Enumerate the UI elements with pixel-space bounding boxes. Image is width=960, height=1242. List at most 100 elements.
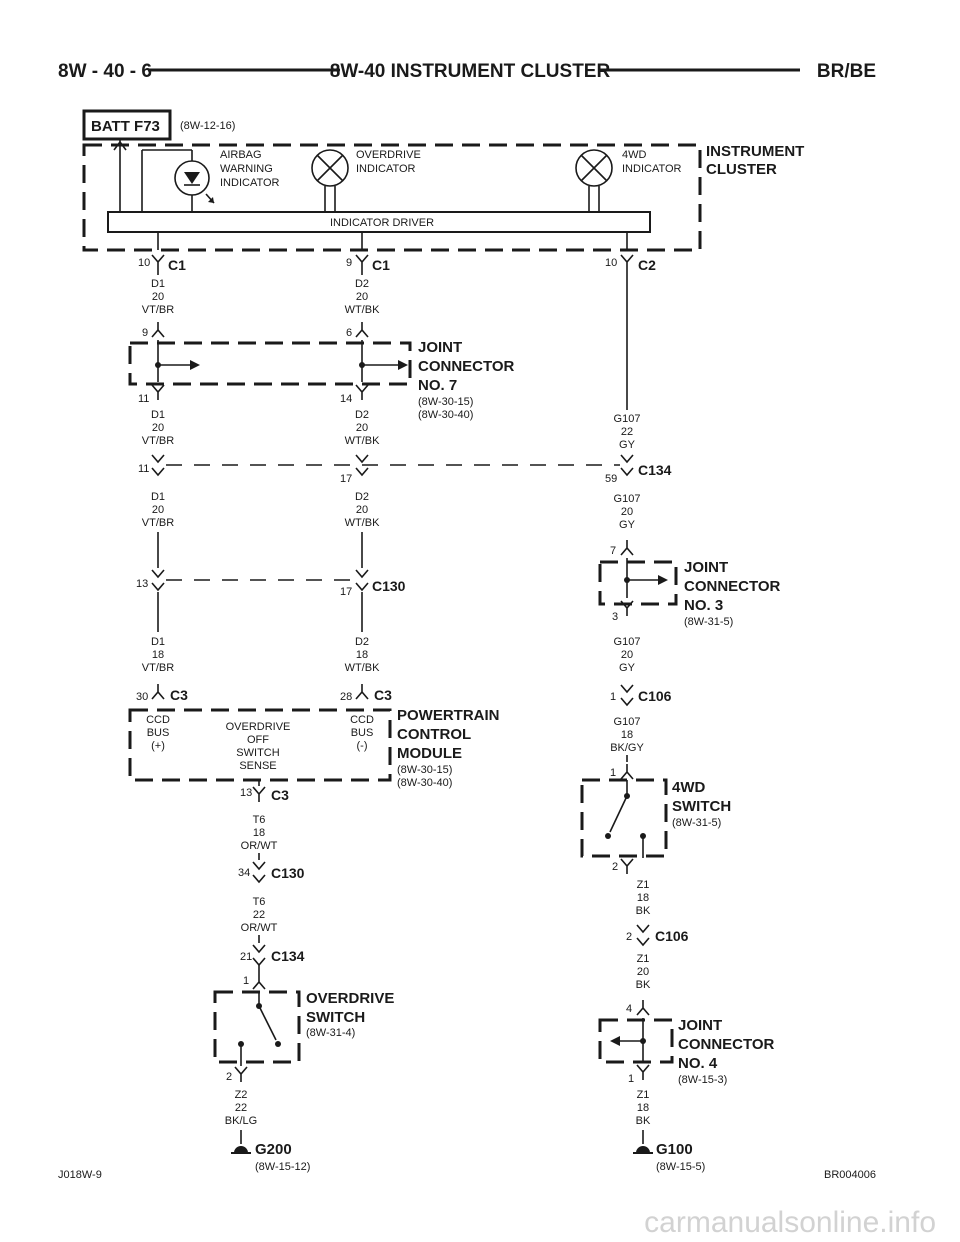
batt-ref: (8W-12-16) [180, 120, 235, 132]
c106-a-name: C106 [638, 688, 672, 704]
page-number: 8W - 40 - 6 [58, 61, 152, 82]
fourwd-switch: 4WD SWITCH (8W-31-5) [580, 778, 731, 858]
c134-name: C134 [638, 462, 672, 478]
od-sense-1: OVERDRIVE [226, 721, 291, 733]
joint3-title-2: CONNECTOR [684, 578, 781, 595]
g107-wire-a-2: 22 [621, 426, 633, 438]
fourwd-lamp-icon [575, 149, 613, 187]
g107-wire-b-1: G107 [614, 493, 641, 505]
fourwd-indicator-label-2: INDICATOR [622, 163, 682, 175]
t6-wire-b-1: T6 [253, 896, 266, 908]
c1-left-name: C1 [168, 257, 186, 273]
z1-wire-a-3: BK [636, 905, 651, 917]
pcm-title-1: POWERTRAIN [397, 707, 500, 724]
d1-wire-c-1: D1 [151, 491, 165, 503]
g107-wire-a-3: GY [619, 439, 636, 451]
c130-b-name: C130 [271, 865, 305, 881]
od-switch-title-1: OVERDRIVE [306, 990, 394, 1007]
joint7-title-2: CONNECTOR [418, 358, 515, 375]
c106-a-pin: 1 [610, 691, 616, 703]
z2-wire-1: Z2 [235, 1089, 248, 1101]
joint4-ref: (8W-15-3) [678, 1074, 727, 1086]
d2-wire-a-2: 20 [356, 291, 368, 303]
circuit-t6: 13 C3 T6 18 OR/WT 34 C130 T6 22 OR/WT 21… [238, 780, 305, 990]
j3-pin-3: 3 [612, 611, 618, 623]
d1-wire-c-2: 20 [152, 504, 164, 516]
indicator-driver-box [107, 211, 651, 233]
pcm-ref-2: (8W-30-40) [397, 777, 452, 789]
joint4-title-1: JOINT [678, 1017, 722, 1034]
g107-wire-d-3: BK/GY [610, 742, 644, 754]
ccd-plus-3: (+) [151, 740, 165, 752]
c1-mid-pin: 9 [346, 257, 352, 269]
g107-wire-b-3: GY [619, 519, 636, 531]
c130-b-pin: 34 [238, 867, 250, 879]
g200-ref: (8W-15-12) [255, 1161, 310, 1173]
ground-g200: G200 (8W-15-12) [231, 1141, 310, 1173]
airbag-label-2: WARNING [220, 163, 273, 175]
z2-wire-2: 22 [235, 1102, 247, 1114]
c3-bottom-name: C3 [271, 787, 289, 803]
g107-wire-a-1: G107 [614, 413, 641, 425]
joint4-title-3: NO. 4 [678, 1055, 718, 1072]
overdrive-indicator-label-1: OVERDRIVE [356, 149, 421, 161]
g107-wire-c-1: G107 [614, 636, 641, 648]
c130-pin-17: 17 [340, 586, 352, 598]
d1-wire-d-1: D1 [151, 636, 165, 648]
joint3-ref: (8W-31-5) [684, 616, 733, 628]
z1-wire-c-3: BK [636, 1115, 651, 1127]
overdrive-indicator-label-2: INDICATOR [356, 163, 416, 175]
ground-g100-icon [633, 1146, 653, 1154]
d1-wire-d-3: VT/BR [142, 662, 174, 674]
page-header: 8W - 40 - 6 8W-40 INSTRUMENT CLUSTER BR/… [58, 61, 876, 82]
t6-wire-b-2: 22 [253, 909, 265, 921]
c134-b-name: C134 [271, 948, 305, 964]
joint-connector-3: JOINT CONNECTOR NO. 3 (8W-31-5) [598, 559, 781, 628]
j7-pin-9: 9 [142, 327, 148, 339]
c134-b-pin: 21 [240, 951, 252, 963]
pcm-ref-1: (8W-30-15) [397, 764, 452, 776]
c3-right-pin: 28 [340, 691, 352, 703]
page-title: 8W-40 INSTRUMENT CLUSTER [330, 61, 611, 82]
g107-wire-d-2: 18 [621, 729, 633, 741]
battery-feed: BATT F73 (8W-12-16) [82, 109, 235, 212]
d1-wire-a-2: 20 [152, 291, 164, 303]
od-switch-pin-2: 2 [226, 1071, 232, 1083]
c1-mid-name: C1 [372, 257, 390, 273]
c130-pin-13: 13 [136, 578, 148, 590]
airbag-label-1: AIRBAG [220, 149, 262, 161]
j3-pin-7: 7 [610, 545, 616, 557]
z1-wire-b-3: BK [636, 979, 651, 991]
c134-pin-59: 59 [605, 473, 617, 485]
z1-wire-c-2: 18 [637, 1102, 649, 1114]
d2-wire-d-3: WT/BK [345, 662, 380, 674]
c106-b-pin: 2 [626, 931, 632, 943]
j4-pin-1: 1 [628, 1073, 634, 1085]
overdrive-lamp-icon [311, 149, 349, 187]
joint-connector-4: JOINT CONNECTOR NO. 4 (8W-15-3) [598, 1017, 775, 1086]
overdrive-switch: 2 OVERDRIVE SWITCH (8W-31-4) Z2 22 BK/LG [213, 990, 394, 1144]
powertrain-control-module: CCD BUS (+) OVERDRIVE OFF SWITCH SENSE C… [128, 707, 500, 789]
fourwd-indicator-label-1: 4WD [622, 149, 647, 161]
ground-g200-icon [231, 1146, 251, 1154]
circuit-d1: 10 C1 D1 20 VT/BR 9 11 D1 20 VT/BR 11 D1… [136, 254, 188, 703]
footer-left-code: J018W-9 [58, 1169, 102, 1181]
indicator-driver-label: INDICATOR DRIVER [330, 217, 434, 229]
joint4-title-2: CONNECTOR [678, 1036, 775, 1053]
d2-wire-a-1: D2 [355, 278, 369, 290]
joint3-title-1: JOINT [684, 559, 728, 576]
d2-wire-b-1: D2 [355, 409, 369, 421]
g107-wire-c-2: 20 [621, 649, 633, 661]
ccd-minus-3: (-) [357, 740, 368, 752]
c130-name: C130 [372, 578, 406, 594]
airbag-label-3: INDICATOR [220, 177, 280, 189]
g200-name: G200 [255, 1141, 292, 1158]
j7-pin-14: 14 [340, 393, 352, 405]
g100-name: G100 [656, 1141, 693, 1158]
od-sense-4: SENSE [239, 760, 276, 772]
j4-pin-4: 4 [626, 1003, 632, 1015]
c134-pin-11: 11 [138, 463, 149, 475]
ground-g100: G100 (8W-15-5) [633, 1141, 705, 1173]
d2-wire-b-2: 20 [356, 422, 368, 434]
